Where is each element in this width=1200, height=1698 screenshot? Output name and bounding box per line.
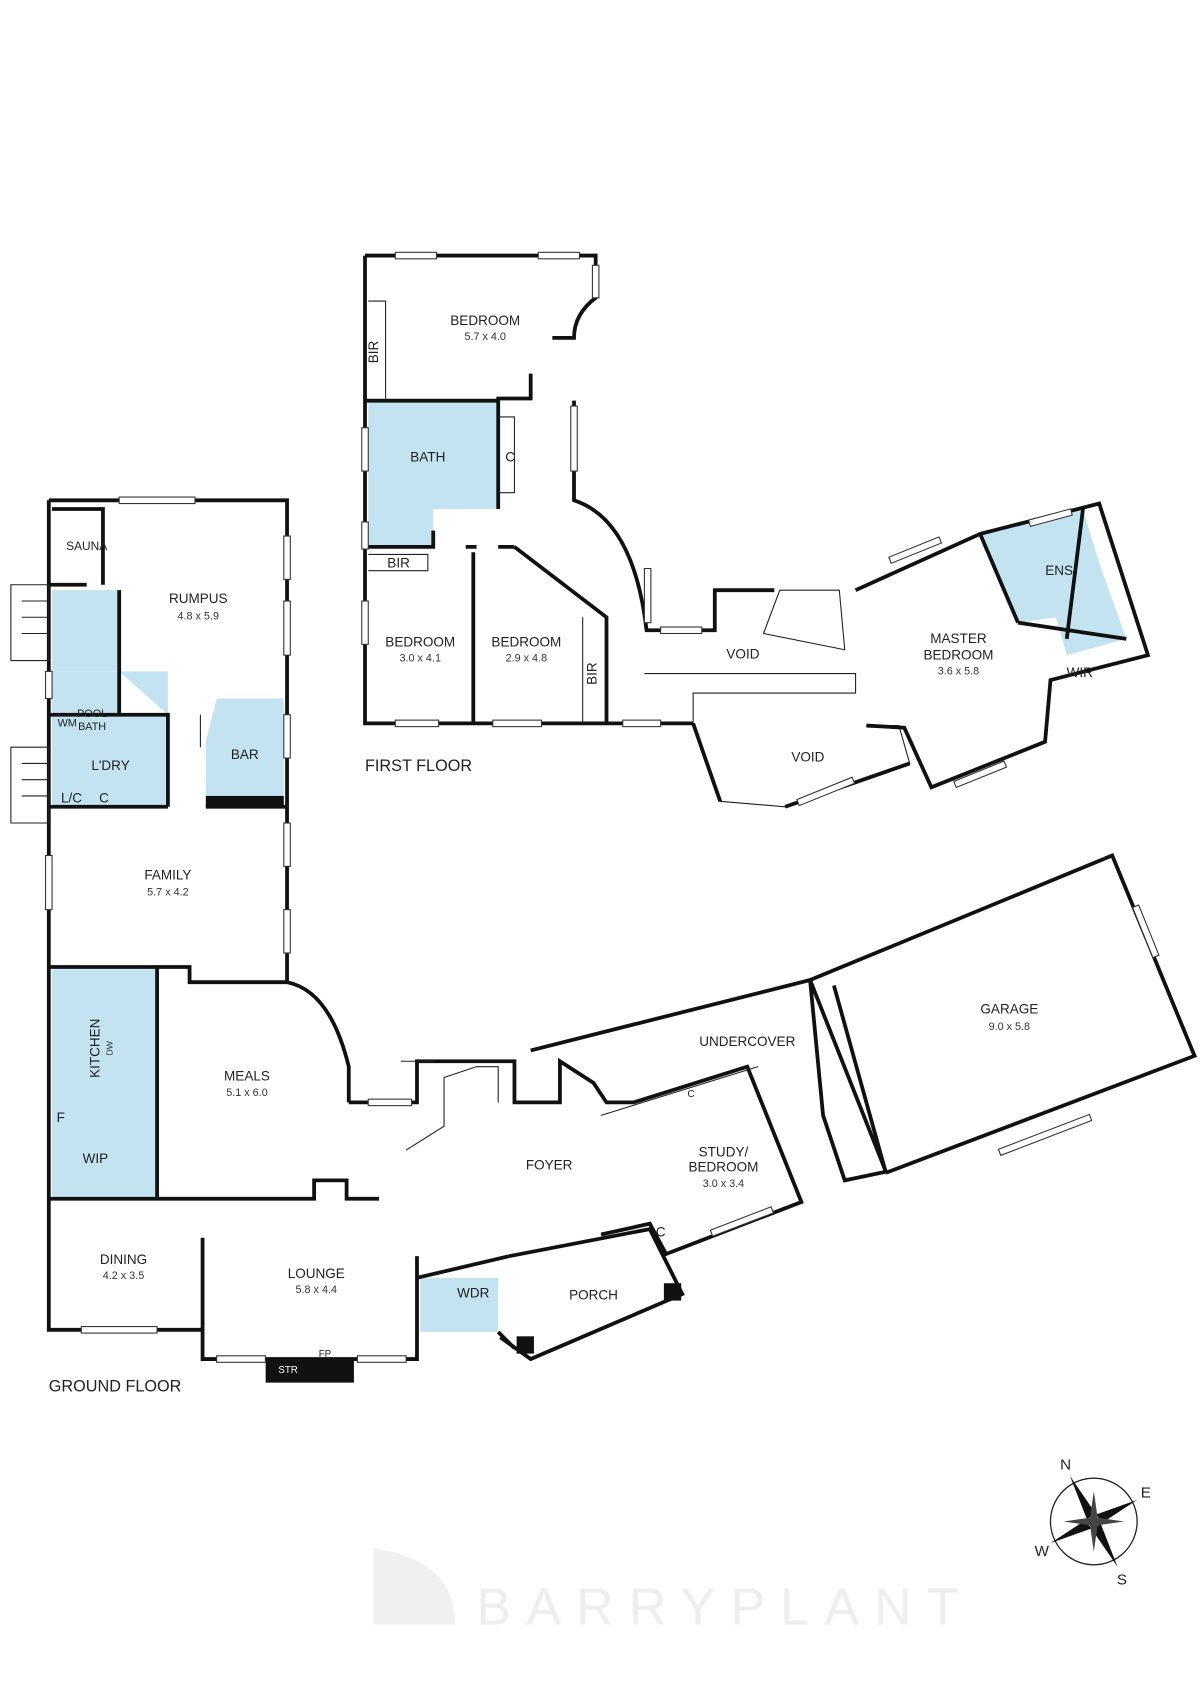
room-dimensions: 5.8 x 4.4 [296,1284,337,1296]
room-label: MASTER [930,631,987,646]
room-label: BEDROOM [491,634,561,649]
room-label: PORCH [569,1287,618,1302]
ground-floor-label: GROUND FLOOR [49,1378,182,1396]
room-label: MEALS [224,1069,270,1084]
room-label: BEDROOM [385,634,455,649]
room-dimensions: 5.7 x 4.2 [147,887,188,899]
room-label: WIP [83,1151,109,1166]
room-label: FAMILY [144,867,191,882]
watermark-logo: BARRYPLANT [373,1548,974,1636]
room-label: L/C [61,790,82,805]
room-label: C [99,790,109,805]
room-label: BIR [585,662,600,685]
room-dimensions: 5.1 x 6.0 [226,1087,267,1099]
room-label: F [57,1110,65,1125]
room-label: RUMPUS [169,591,228,606]
room-label: L'DRY [91,758,129,773]
svg-text:W: W [1035,1543,1050,1560]
room-label: KITCHEN [88,1019,103,1078]
room-label: STUDY/ [699,1145,749,1160]
room-dimensions: 3.0 x 3.4 [703,1178,744,1190]
room-label: BEDROOM [924,647,994,662]
room-label: BATH [78,721,106,733]
room-label: UNDERCOVER [699,1034,795,1049]
appliance-label: DW [105,1040,115,1055]
compass-rose-icon: N E S W [1035,1457,1151,1589]
room-label: BATH [410,449,445,464]
room-label: WIR [1067,665,1094,680]
room-dimensions: 4.8 x 5.9 [177,610,218,622]
room-dimensions: 9.0 x 5.8 [989,1021,1030,1033]
room-label: STR [278,1365,297,1376]
room-label: DINING [100,1252,147,1267]
room-dimensions: 3.6 x 5.8 [938,666,979,678]
room-label: ENS [1045,563,1073,578]
room-label: BIR [366,340,381,363]
room-label: VOID [726,646,759,661]
room-label: VOID [791,749,824,764]
room-label: BIR [387,555,410,570]
room-label: C [505,449,515,464]
room-label: BEDROOM [450,313,520,328]
room-label: FOYER [526,1158,573,1173]
room-label: SAUNA [66,539,107,553]
room-label: FP [319,1349,331,1360]
svg-text:N: N [1060,1457,1071,1474]
room-label: WDR [457,1285,490,1300]
room-label: C [687,1089,694,1100]
svg-text:E: E [1141,1485,1151,1502]
room-dimensions: 4.2 x 3.5 [103,1270,144,1282]
room-dimensions: 5.7 x 4.0 [464,331,505,343]
room-dimensions: 3.0 x 4.1 [399,653,440,665]
room-label: LOUNGE [288,1266,345,1281]
ground-floor-plan: SAUNA RUMPUS 4.8 x 5.9 POOL BATH WM L'DR… [10,496,1198,1396]
svg-text:BARRYPLANT: BARRYPLANT [477,1578,974,1636]
first-floor-label: FIRST FLOOR [365,757,472,775]
room-label: BEDROOM [689,1160,759,1175]
room-label: WM [58,718,77,730]
room-dimensions: 2.9 x 4.8 [506,653,547,665]
first-floor-plan: BEDROOM 5.7 x 4.0 BIR BATH C BIR BEDROOM… [361,251,1151,809]
room-label: BAR [231,747,259,762]
svg-text:S: S [1117,1571,1127,1588]
room-label: C [656,1225,666,1240]
room-label: POOL [77,708,107,720]
room-label: GARAGE [980,1002,1038,1017]
